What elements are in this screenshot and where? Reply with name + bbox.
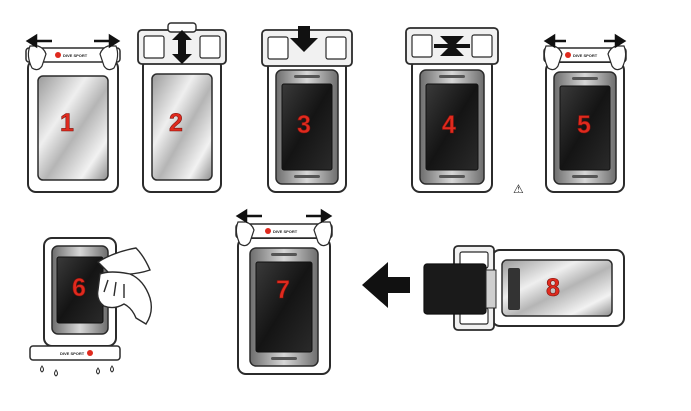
phone-icon [51, 245, 109, 335]
hand-icon [27, 45, 119, 71]
phone-icon [419, 69, 485, 185]
step-6-panel: DIVE SPORT 6 [29, 237, 153, 377]
step-1-panel: DIVE SPORT 1 [25, 33, 121, 193]
water-drop-icon [40, 365, 114, 377]
hand-icon [96, 271, 153, 325]
brand-logo-icon [87, 350, 93, 356]
step-8-panel: 8 [423, 245, 625, 331]
step-number: 7 [276, 276, 290, 304]
step-number: 1 [60, 109, 74, 137]
converging-arrow-icon [434, 36, 470, 56]
warning-icon: ⚠ [513, 182, 524, 196]
step-number: 8 [546, 274, 560, 302]
vertical-double-arrow-icon [172, 30, 192, 64]
phone-icon [249, 247, 319, 367]
phone-icon [275, 69, 339, 185]
pouch-window [37, 75, 109, 181]
step-number: 4 [442, 111, 456, 139]
step-2-panel: 2 [137, 22, 227, 193]
step-number: 2 [169, 109, 183, 137]
step-number: 6 [72, 274, 86, 302]
double-arrow-icon [543, 33, 627, 49]
phone-icon [423, 263, 520, 315]
double-arrow-icon [235, 208, 333, 224]
brand-mark-text: DIVE SPORT [273, 229, 298, 234]
step-7-panel: DIVE SPORT 7 [235, 208, 333, 375]
down-arrow-icon [290, 26, 318, 52]
step-number: 5 [577, 111, 591, 139]
step-4-panel: 4 [405, 27, 499, 193]
pouch-window [501, 259, 613, 317]
hand-icon [543, 45, 627, 71]
brand-mark-text: DIVE SPORT [573, 53, 598, 58]
pouch-seal-strip [25, 47, 121, 63]
brand-logo-icon [265, 228, 271, 234]
brand-logo-icon [55, 52, 61, 58]
step-5-panel: DIVE SPORT 5 [543, 33, 627, 193]
big-left-arrow-icon [362, 262, 410, 308]
brand-mark-text: DIVE SPORT [63, 53, 88, 58]
brand-logo-icon [565, 52, 571, 58]
pouch-seal-strip [29, 345, 121, 361]
step-number: 3 [297, 111, 311, 139]
hand-icon [235, 221, 333, 247]
brand-mark-text: DIVE SPORT [60, 351, 85, 356]
pouch-window [151, 73, 213, 181]
phone-icon [553, 71, 617, 185]
double-arrow-icon [25, 33, 121, 49]
step-3-panel: 3 [261, 26, 353, 193]
clip-icon [137, 22, 227, 65]
